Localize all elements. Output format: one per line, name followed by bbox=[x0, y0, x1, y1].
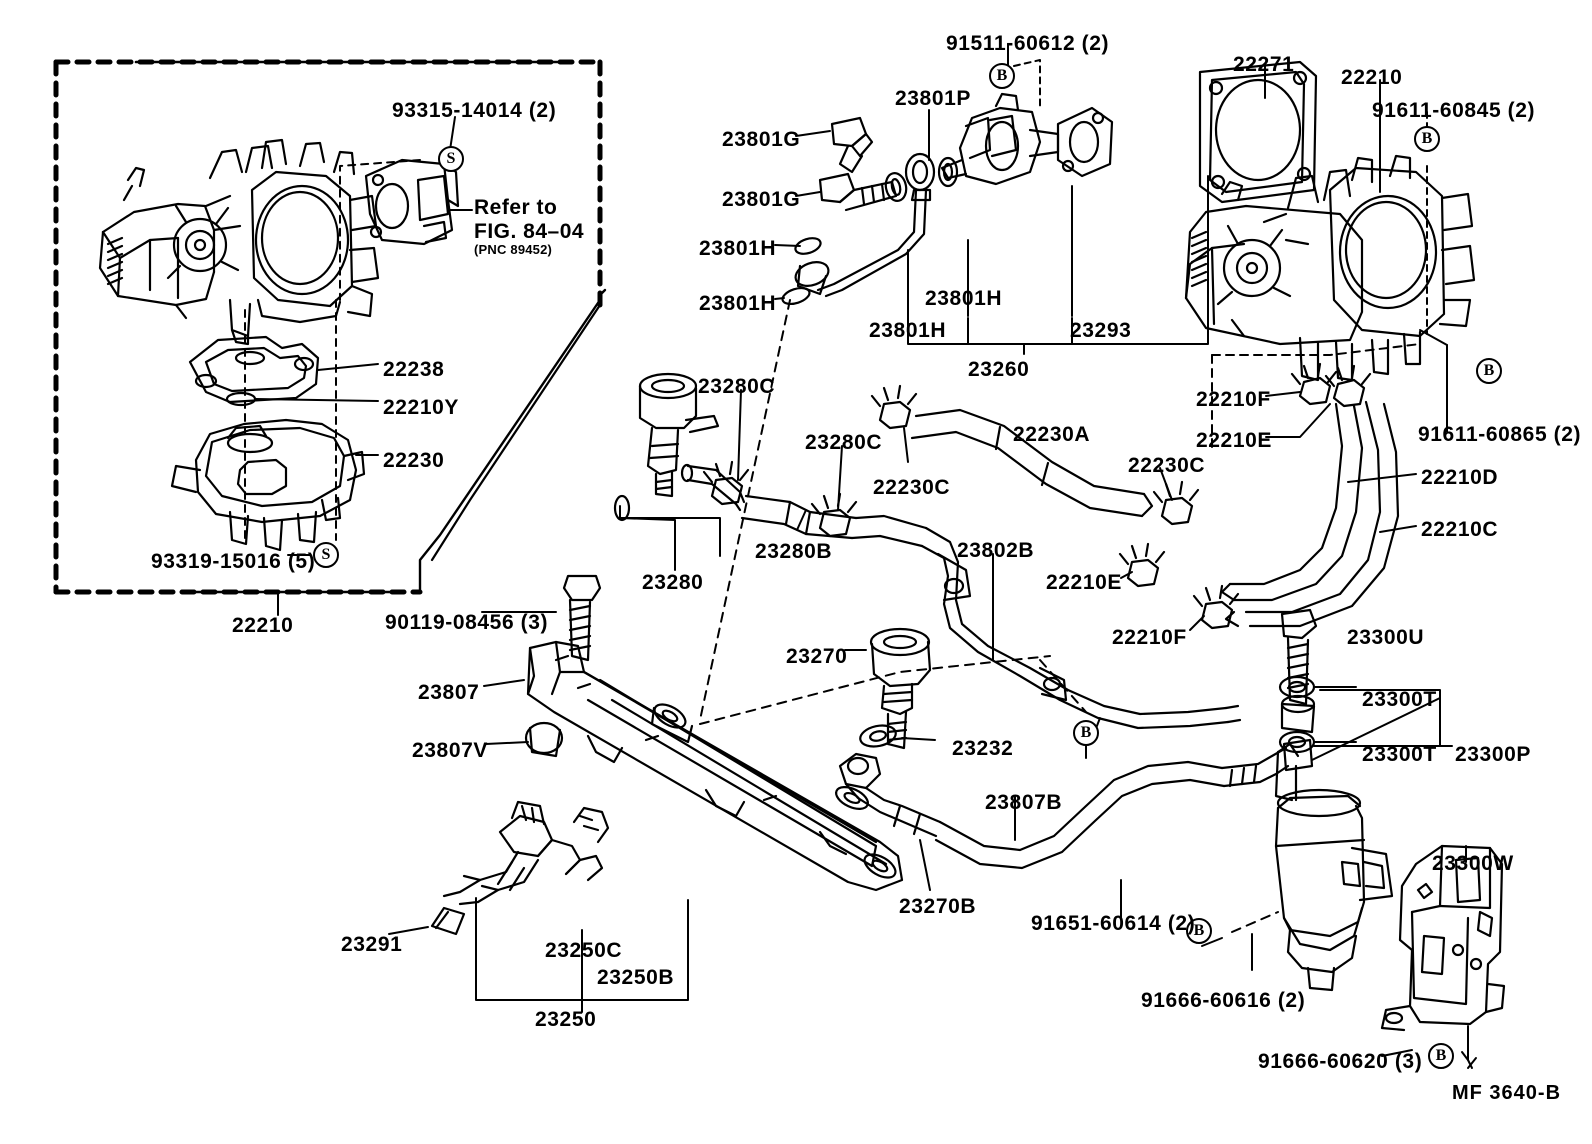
marker-s-93319: S bbox=[313, 542, 339, 568]
hose-23807B bbox=[934, 760, 1226, 870]
part-label-22230-left: 22230 bbox=[383, 449, 445, 472]
marker-b-91511: B bbox=[989, 63, 1015, 89]
marker-b-91611-60865: B bbox=[1476, 358, 1502, 384]
union-23270B bbox=[835, 752, 942, 838]
marker-s-93315: S bbox=[438, 146, 464, 172]
part-label-23280B: 23280B bbox=[755, 540, 833, 563]
part-label-23293: 23293 bbox=[1070, 319, 1132, 342]
part-label-23280C-2: 23280C bbox=[805, 431, 883, 454]
part-label-91511-60612: 91511-60612 (2) bbox=[946, 32, 1110, 55]
o-ring-22210Y bbox=[225, 391, 257, 407]
part-label-22271: 22271 bbox=[1233, 53, 1295, 76]
part-label-23280: 23280 bbox=[642, 571, 704, 594]
part-label-22230C-2: 22230C bbox=[1128, 454, 1206, 477]
part-label-23260: 23260 bbox=[968, 358, 1030, 381]
part-label-23300P: 23300P bbox=[1455, 743, 1532, 766]
part-label-93315-14014: 93315-14014 (2) bbox=[392, 99, 557, 122]
reference-note-line2: FIG. 84–04 bbox=[474, 219, 585, 243]
pressure-regulator-23270 bbox=[869, 627, 932, 750]
marker-b-91666-60620: B bbox=[1428, 1043, 1454, 1069]
marker-b-91651: B bbox=[1073, 720, 1099, 746]
throttle-body-right bbox=[1184, 60, 1476, 382]
marker-b-91611-60845: B bbox=[1414, 126, 1440, 152]
bracket-23300W bbox=[1380, 844, 1506, 1032]
reference-note-line1: Refer to bbox=[474, 196, 558, 219]
hose-23280B bbox=[740, 494, 928, 548]
part-label-23300T-2: 23300T bbox=[1362, 743, 1437, 766]
part-label-22238: 22238 bbox=[383, 358, 445, 381]
part-label-23250C: 23250C bbox=[545, 939, 623, 962]
fuel-rail-23807 bbox=[526, 640, 904, 892]
part-label-22230A: 22230A bbox=[1013, 423, 1091, 446]
banjo-bolt-23300U bbox=[1280, 608, 1318, 706]
part-label-93319-15016: 93319-15016 (5) bbox=[151, 550, 316, 573]
part-label-91611-60865: 91611-60865 (2) bbox=[1418, 423, 1582, 446]
part-label-91666-60616: 91666-60616 (2) bbox=[1141, 989, 1306, 1012]
part-label-22210F-2: 22210F bbox=[1112, 626, 1187, 649]
part-label-23801H-3: 23801H bbox=[869, 319, 947, 342]
reference-note: Refer to FIG. 84–04 (PNC 89452) bbox=[474, 196, 584, 258]
washer-23232 bbox=[859, 724, 897, 748]
part-label-23232: 23232 bbox=[952, 737, 1014, 760]
part-label-23250B: 23250B bbox=[597, 966, 675, 989]
part-label-23807B: 23807B bbox=[985, 791, 1063, 814]
part-label-23801G-1: 23801G bbox=[722, 128, 801, 151]
hose-22230A bbox=[910, 408, 1154, 518]
part-label-23300U: 23300U bbox=[1347, 626, 1425, 649]
part-label-23801H-4: 23801H bbox=[925, 287, 1003, 310]
reference-note-line3: (PNC 89452) bbox=[474, 242, 553, 258]
part-label-23801H-2: 23801H bbox=[699, 292, 777, 315]
part-label-91651-60614: 91651-60614 (2) bbox=[1031, 912, 1196, 935]
part-label-23270B: 23270B bbox=[899, 895, 977, 918]
part-label-22230C-1: 22230C bbox=[873, 476, 951, 499]
bolt-90119-08456 bbox=[562, 574, 602, 662]
part-label-23250: 23250 bbox=[535, 1008, 597, 1031]
part-label-23807V: 23807V bbox=[412, 739, 489, 762]
leader-lines-left bbox=[255, 116, 557, 616]
hose-clip-group bbox=[1290, 362, 1372, 408]
part-label-91611-60845: 91611-60845 (2) bbox=[1372, 99, 1536, 122]
part-label-22210-box: 22210 bbox=[232, 614, 294, 637]
gasket-22238 bbox=[188, 335, 320, 404]
marker-b-91666-60616: B bbox=[1186, 918, 1212, 944]
part-label-22210D: 22210D bbox=[1421, 466, 1499, 489]
throttle-body-left bbox=[98, 138, 380, 346]
part-label-91666-60620: 91666-60620 (3) bbox=[1258, 1050, 1423, 1073]
pulsation-damper-23280 bbox=[613, 372, 746, 522]
part-label-23802B: 23802B bbox=[957, 539, 1035, 562]
part-label-23300W: 23300W bbox=[1432, 852, 1514, 875]
part-label-23801G-2: 23801G bbox=[722, 188, 801, 211]
connector-89452 bbox=[364, 158, 460, 246]
part-label-23807: 23807 bbox=[418, 681, 480, 704]
part-label-23801P: 23801P bbox=[895, 87, 972, 110]
fuel-filter bbox=[1274, 738, 1394, 992]
part-label-22210E-2: 22210E bbox=[1046, 571, 1123, 594]
part-label-22210-tb: 22210 bbox=[1341, 66, 1403, 89]
part-label-22210Y: 22210Y bbox=[383, 396, 460, 419]
part-label-23300T-1: 23300T bbox=[1362, 688, 1437, 711]
insulator-23807V bbox=[524, 721, 564, 758]
fuel-line-23260 bbox=[781, 92, 1114, 306]
figure-code: MF 3640-B bbox=[1452, 1082, 1562, 1104]
isc-valve-22230 bbox=[170, 418, 366, 552]
part-label-23270: 23270 bbox=[786, 645, 848, 668]
part-label-22210F-tb: 22210F bbox=[1196, 388, 1271, 411]
part-label-23291: 23291 bbox=[341, 933, 403, 956]
injector-23250 bbox=[430, 800, 610, 936]
part-label-23801H-1: 23801H bbox=[699, 237, 777, 260]
part-label-22210E-tb: 22210E bbox=[1196, 429, 1273, 452]
part-label-90119-08456: 90119-08456 (3) bbox=[385, 611, 549, 634]
part-label-22210C: 22210C bbox=[1421, 518, 1499, 541]
part-label-23280C-1: 23280C bbox=[698, 375, 776, 398]
